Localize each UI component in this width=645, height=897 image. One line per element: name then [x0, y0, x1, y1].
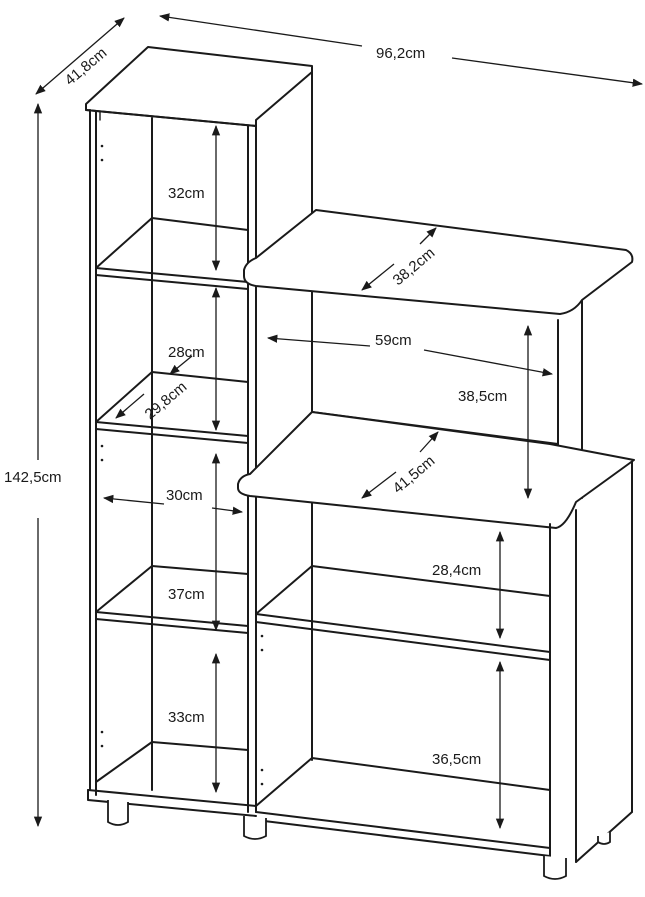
right-shelf-1-label: 28,4cm — [432, 562, 481, 579]
left-shelf-3-label: 37cm — [168, 586, 205, 603]
left-depth-label: 29,8cm — [142, 378, 191, 423]
width-total-label: 96,2cm — [376, 45, 425, 62]
right-width-label: 59cm — [375, 332, 412, 349]
left-tower — [85, 46, 313, 817]
right-unit — [237, 209, 635, 863]
right-shelf-2-label: 36,5cm — [432, 751, 481, 768]
height-total-label: 142,5cm — [4, 469, 62, 486]
left-shelf-2-label: 28cm — [168, 344, 205, 361]
left-width-label: 30cm — [166, 487, 203, 504]
left-shelf-4-label: 33cm — [168, 709, 205, 726]
dimension-arrows — [33, 13, 644, 830]
left-shelf-1-label: 32cm — [168, 185, 205, 202]
right-upper-height-label: 38,5cm — [458, 388, 507, 405]
feet — [107, 800, 611, 880]
